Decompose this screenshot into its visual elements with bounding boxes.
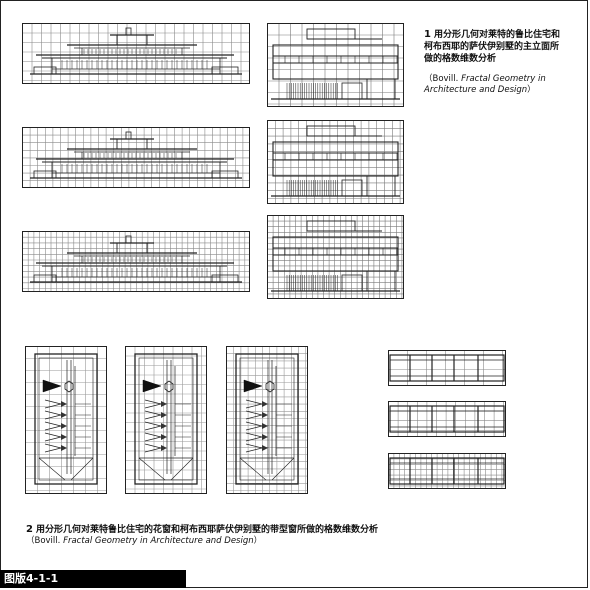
caption-1-text-2: 柯布西耶的萨伏伊别墅的主立面所: [424, 42, 560, 52]
caption-1-line-2: 柯布西耶的萨伏伊别墅的主立面所: [424, 41, 584, 53]
robie-elevation-coarse-grid: [22, 23, 250, 84]
savoye-strip-window-fine-grid: [388, 453, 506, 489]
caption-1-text-1: 用分形几何对莱特的鲁比住宅和: [433, 30, 560, 40]
grid-overlay: [226, 346, 308, 494]
savoye-elevation-coarse-grid: [267, 23, 404, 107]
savoye-elevation-medium-grid: [267, 120, 404, 204]
grid-overlay: [125, 346, 207, 494]
caption-2-source-title: Fractal Geometry in Architecture and Des…: [63, 536, 254, 546]
strip-window-drawing: [389, 405, 505, 433]
savoye-elevation-fine-grid: [267, 215, 404, 299]
strip-window-drawing: [389, 354, 505, 382]
villa-savoye-drawing: [271, 220, 400, 292]
caption-2-number: 2: [26, 524, 33, 535]
robie-elevation-fine-grid: [22, 231, 250, 292]
villa-savoye-drawing: [271, 28, 400, 100]
plate-label: 图版4-1-1: [0, 570, 186, 588]
art-glass-window-drawing: [34, 353, 98, 485]
caption-2-source: （Bovill. Fractal Geometry in Architectur…: [26, 536, 446, 547]
robie-window-fine-grid: [226, 346, 308, 494]
strip-window-drawing: [389, 457, 505, 485]
art-glass-window-drawing: [134, 353, 198, 485]
robie-window-medium-grid: [125, 346, 207, 494]
caption-2-source-close: ）: [253, 536, 263, 546]
caption-1-line-3: 做的格数维数分析: [424, 53, 584, 65]
caption-2-text: 用分形几何对莱特鲁比住宅的花窗和柯布西耶萨伏伊别墅的带型窗所做的格数维数分析: [35, 525, 378, 535]
robie-house-drawing: [30, 235, 242, 283]
caption-2-source-open: （Bovill.: [26, 536, 64, 546]
robie-house-drawing: [30, 27, 242, 75]
caption-1-source-title-2: Architecture and Design: [424, 85, 528, 95]
caption-1-source-open: （Bovill.: [424, 74, 462, 84]
robie-window-coarse-grid: [25, 346, 107, 494]
grid-overlay: [25, 346, 107, 494]
caption-1-source: （Bovill. Fractal Geometry in Architectur…: [424, 74, 584, 96]
savoye-strip-window-medium-grid: [388, 401, 506, 437]
robie-house-drawing: [30, 131, 242, 179]
caption-1-source-title-1: Fractal Geometry in: [461, 74, 546, 84]
robie-elevation-medium-grid: [22, 127, 250, 188]
caption-1-number: 1: [424, 29, 431, 40]
caption-1-source-close: ）: [527, 85, 536, 95]
art-glass-window-drawing: [235, 353, 299, 485]
villa-savoye-drawing: [271, 125, 400, 197]
savoye-strip-window-coarse-grid: [388, 350, 506, 386]
caption-1-text-3: 做的格数维数分析: [424, 54, 497, 64]
